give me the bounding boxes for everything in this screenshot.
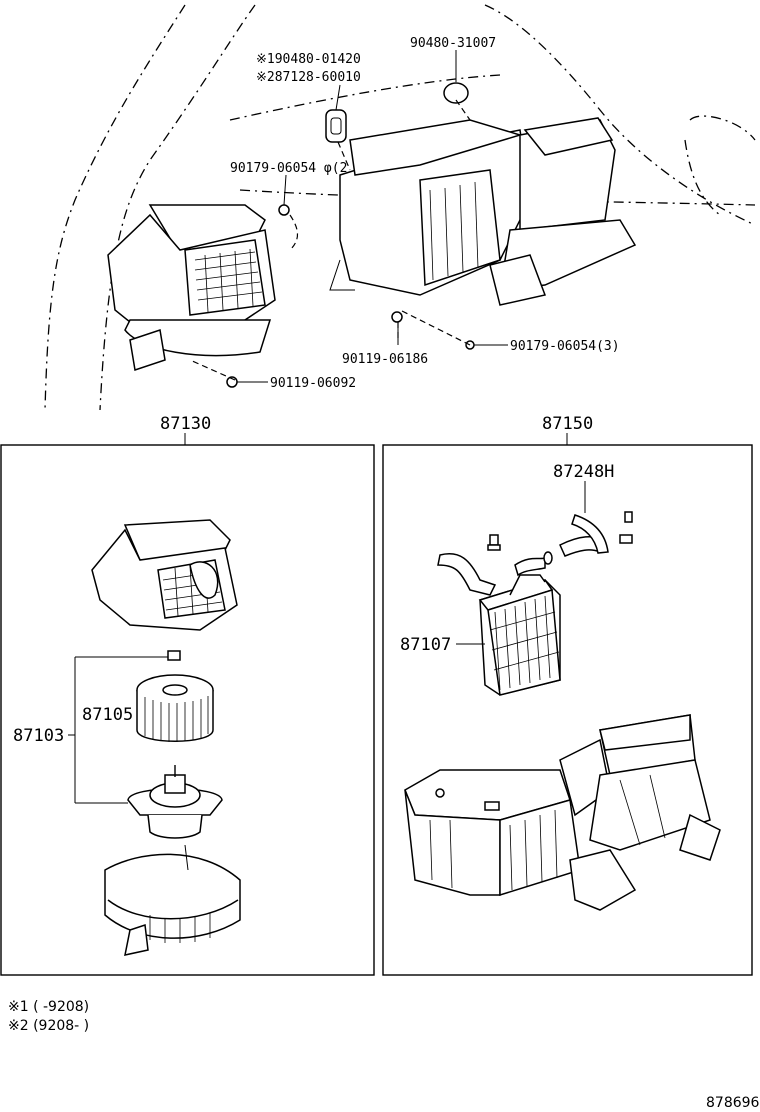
part-label-90179-a: 90179-06054 φ(2 <box>230 161 347 176</box>
blower-case-lower <box>104 844 241 956</box>
heater-case-overview <box>329 117 637 306</box>
vehicle-outline <box>44 4 756 411</box>
note-1: ※1 ( -9208) <box>8 999 89 1015</box>
diagram-id: 878696 <box>706 1095 760 1111</box>
motor-group-bracket <box>68 656 168 804</box>
part-label-90480: 90480-31007 <box>410 36 496 51</box>
part-label-87248H: 87248H <box>553 462 614 482</box>
overview-labels: ※190480-01420 ※287128-60010 90480-31007 … <box>230 36 620 391</box>
blower-case-upper <box>91 519 238 631</box>
motor-87103 <box>127 765 223 839</box>
note-2: ※2 (9208- ) <box>8 1018 89 1034</box>
part-label-90179-b: 90179-06054(3) <box>510 339 620 354</box>
part-label-287128: ※287128-60010 <box>256 70 361 85</box>
assembly-number-right: 87150 <box>542 414 593 434</box>
heater-case-lower <box>404 714 721 911</box>
assembly-number-left: 87130 <box>160 414 211 434</box>
heater-core-87107 <box>478 574 561 696</box>
right-assembly-box <box>382 444 753 976</box>
part-label-90119-06092: 90119-06092 <box>270 376 356 391</box>
part-label-90119-06186: 90119-06186 <box>342 352 428 367</box>
fan-87105 <box>136 674 214 742</box>
blower-unit-overview <box>107 204 276 371</box>
hoses-87248 <box>437 511 633 596</box>
clip-icon <box>167 650 181 661</box>
part-label-190480: ※190480-01420 <box>256 52 361 67</box>
part-label-87105: 87105 <box>82 705 133 725</box>
part-label-87107: 87107 <box>400 635 451 655</box>
grommet-overview <box>226 82 475 388</box>
part-label-87103: 87103 <box>13 726 64 746</box>
left-assembly-box <box>0 444 375 976</box>
overview-leaders <box>189 99 471 381</box>
